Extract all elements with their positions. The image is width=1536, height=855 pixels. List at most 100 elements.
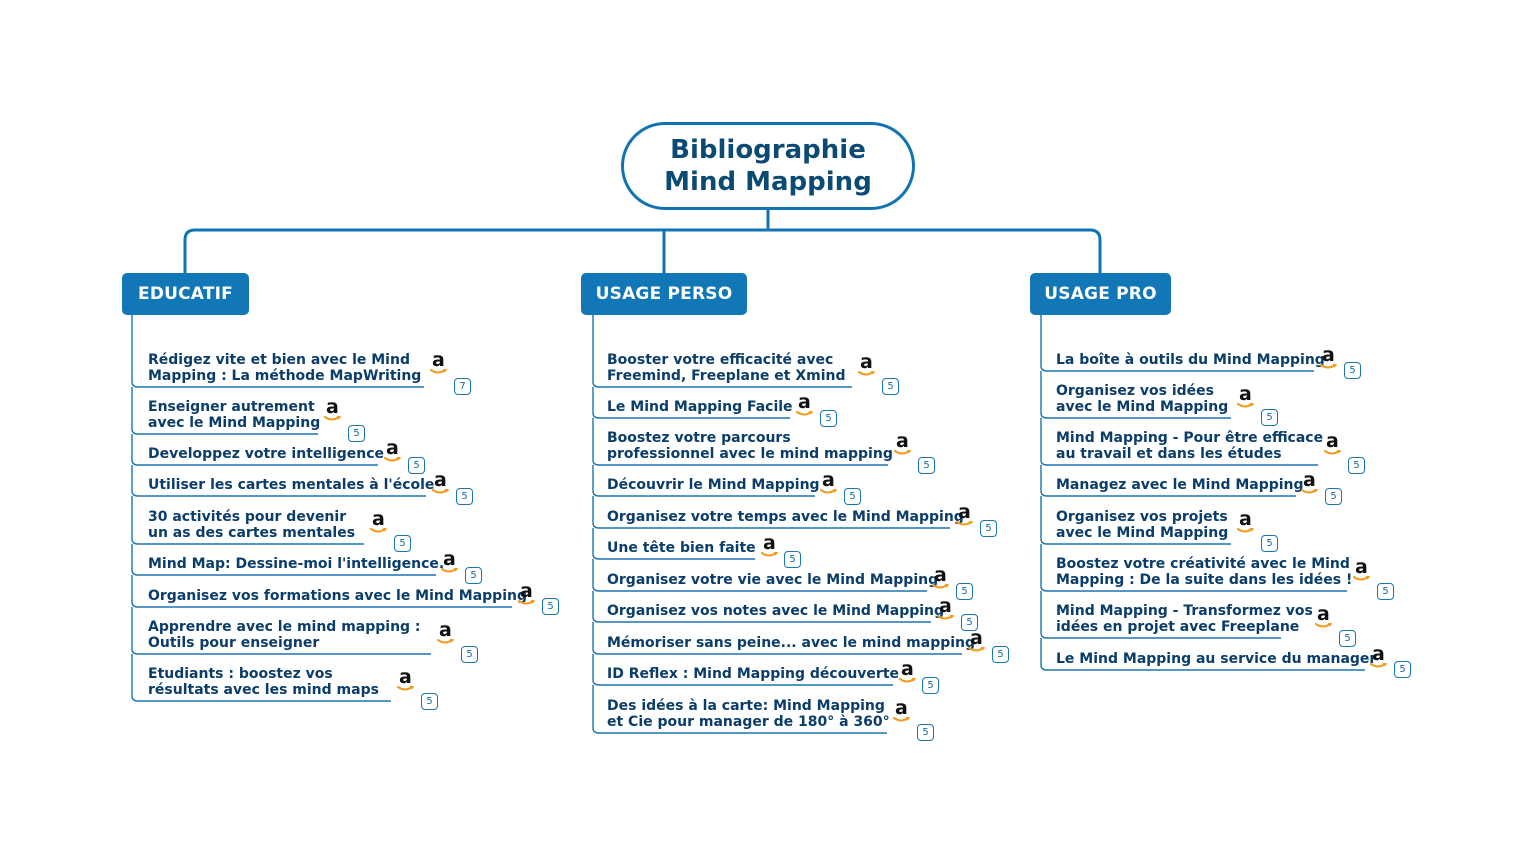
- note-count-badge[interactable]: 5: [844, 488, 861, 505]
- book-topic[interactable]: Organisez votre temps avec le Mind Mappi…: [607, 509, 964, 525]
- note-count-badge[interactable]: 5: [1348, 457, 1365, 474]
- note-count-badge[interactable]: 5: [1261, 535, 1278, 552]
- amazon-icon[interactable]: a: [1353, 556, 1371, 581]
- book-topic[interactable]: Organisez vos formations avec le Mind Ma…: [148, 588, 527, 604]
- book-topic[interactable]: Apprendre avec le mind mapping :Outils p…: [148, 619, 421, 651]
- book-topic[interactable]: Organisez vos notes avec le Mind Mapping: [607, 603, 944, 619]
- book-topic[interactable]: Organisez votre vie avec le Mind Mapping: [607, 572, 938, 588]
- note-count-badge[interactable]: 5: [542, 598, 559, 615]
- note-count-badge[interactable]: 5: [1325, 488, 1342, 505]
- book-topic[interactable]: Le Mind Mapping Facile: [607, 399, 793, 415]
- book-topic[interactable]: Le Mind Mapping au service du manager: [1056, 651, 1376, 667]
- note-count-badge[interactable]: 7: [454, 378, 471, 395]
- amazon-icon[interactable]: a: [968, 627, 986, 652]
- amazon-icon[interactable]: a: [1301, 469, 1319, 494]
- note-count-badge[interactable]: 5: [1394, 661, 1411, 678]
- amazon-icon[interactable]: a: [437, 619, 455, 644]
- amazon-icon[interactable]: a: [1324, 430, 1342, 455]
- note-count-badge[interactable]: 5: [456, 488, 473, 505]
- book-topic[interactable]: Utiliser les cartes mentales à l'école: [148, 477, 434, 493]
- amazon-icon[interactable]: a: [820, 469, 838, 494]
- book-topic[interactable]: ID Reflex : Mind Mapping découverte: [607, 666, 899, 682]
- amazon-icon[interactable]: a: [1370, 643, 1388, 668]
- amazon-icon[interactable]: a: [761, 532, 779, 557]
- note-count-badge[interactable]: 5: [1344, 362, 1361, 379]
- amazon-icon[interactable]: a: [932, 564, 950, 589]
- note-count-badge[interactable]: 5: [882, 378, 899, 395]
- note-count-badge[interactable]: 5: [956, 583, 973, 600]
- topic-underline: [1040, 315, 1314, 372]
- note-count-badge[interactable]: 5: [465, 567, 482, 584]
- amazon-icon[interactable]: a: [370, 508, 388, 533]
- book-title-line: Booster votre efficacité avec: [607, 352, 834, 368]
- book-topic[interactable]: Mémoriser sans peine... avec le mind map…: [607, 635, 975, 651]
- book-title-line: Mind Mapping - Pour être efficace: [1056, 430, 1324, 446]
- central-topic-line-1: Bibliographie: [670, 135, 866, 165]
- amazon-icon[interactable]: a: [894, 430, 912, 455]
- amazon-icon[interactable]: a: [893, 697, 911, 722]
- note-count-badge[interactable]: 5: [461, 646, 478, 663]
- note-count-badge[interactable]: 5: [784, 551, 801, 568]
- note-count-badge[interactable]: 5: [961, 614, 978, 631]
- amazon-icon[interactable]: a: [441, 548, 459, 573]
- note-count-badge[interactable]: 5: [1339, 630, 1356, 647]
- topic-underline: [592, 387, 790, 419]
- amazon-icon[interactable]: a: [1237, 383, 1255, 408]
- topic-underline: [131, 315, 424, 388]
- note-count-badge[interactable]: 5: [992, 646, 1009, 663]
- amazon-icon[interactable]: a: [1237, 508, 1255, 533]
- amazon-icon[interactable]: a: [858, 351, 876, 376]
- note-count-badge[interactable]: 5: [408, 457, 425, 474]
- book-title-line: Le Mind Mapping au service du manager: [1056, 651, 1377, 667]
- amazon-icon[interactable]: a: [796, 391, 814, 416]
- topic-underline: [1040, 371, 1231, 419]
- branch-usage-perso[interactable]: USAGE PERSO: [581, 273, 747, 315]
- book-topic[interactable]: Developpez votre intelligence: [148, 446, 384, 462]
- note-count-badge[interactable]: 5: [421, 693, 438, 710]
- amazon-icon[interactable]: a: [430, 349, 448, 374]
- note-count-badge[interactable]: 5: [1261, 409, 1278, 426]
- note-count-badge[interactable]: 5: [348, 425, 365, 442]
- topic-underline: [1040, 544, 1347, 592]
- branch-usage-pro[interactable]: USAGE PRO: [1030, 273, 1171, 315]
- topic-underline: [1040, 638, 1365, 671]
- branch-educatif[interactable]: EDUCATIF: [122, 273, 249, 315]
- note-count-badge[interactable]: 5: [820, 410, 837, 427]
- note-count-badge[interactable]: 5: [980, 520, 997, 537]
- note-count-badge[interactable]: 5: [918, 457, 935, 474]
- amazon-icon[interactable]: a: [956, 501, 974, 526]
- book-topic[interactable]: Mind Map: Dessine-moi l'intelligence.: [148, 556, 444, 572]
- amazon-icon[interactable]: a: [1315, 603, 1333, 628]
- book-topic[interactable]: La boîte à outils du Mind Mapping: [1056, 352, 1325, 368]
- amazon-icon[interactable]: a: [384, 437, 402, 462]
- amazon-icon[interactable]: a: [937, 595, 955, 620]
- amazon-icon[interactable]: a: [899, 658, 917, 683]
- amazon-icon[interactable]: a: [432, 469, 450, 494]
- central-topic[interactable]: Bibliographie Mind Mapping: [621, 122, 915, 210]
- amazon-icon[interactable]: a: [324, 396, 342, 421]
- book-title-line: résultats avec les mind maps: [148, 682, 379, 698]
- note-count-badge[interactable]: 5: [917, 724, 934, 741]
- note-count-badge[interactable]: 5: [1377, 583, 1394, 600]
- note-count-badge[interactable]: 5: [922, 677, 939, 694]
- amazon-icon[interactable]: a: [397, 666, 415, 691]
- amazon-icon[interactable]: a: [518, 580, 536, 605]
- book-topic[interactable]: Une tête bien faite: [607, 540, 756, 556]
- topic-underline: [592, 315, 852, 388]
- amazon-icon[interactable]: a: [1320, 344, 1338, 369]
- book-topic[interactable]: Managez avec le Mind Mapping: [1056, 477, 1304, 493]
- note-count-badge[interactable]: 5: [394, 535, 411, 552]
- book-topic[interactable]: Découvrir le Mind Mapping: [607, 477, 820, 493]
